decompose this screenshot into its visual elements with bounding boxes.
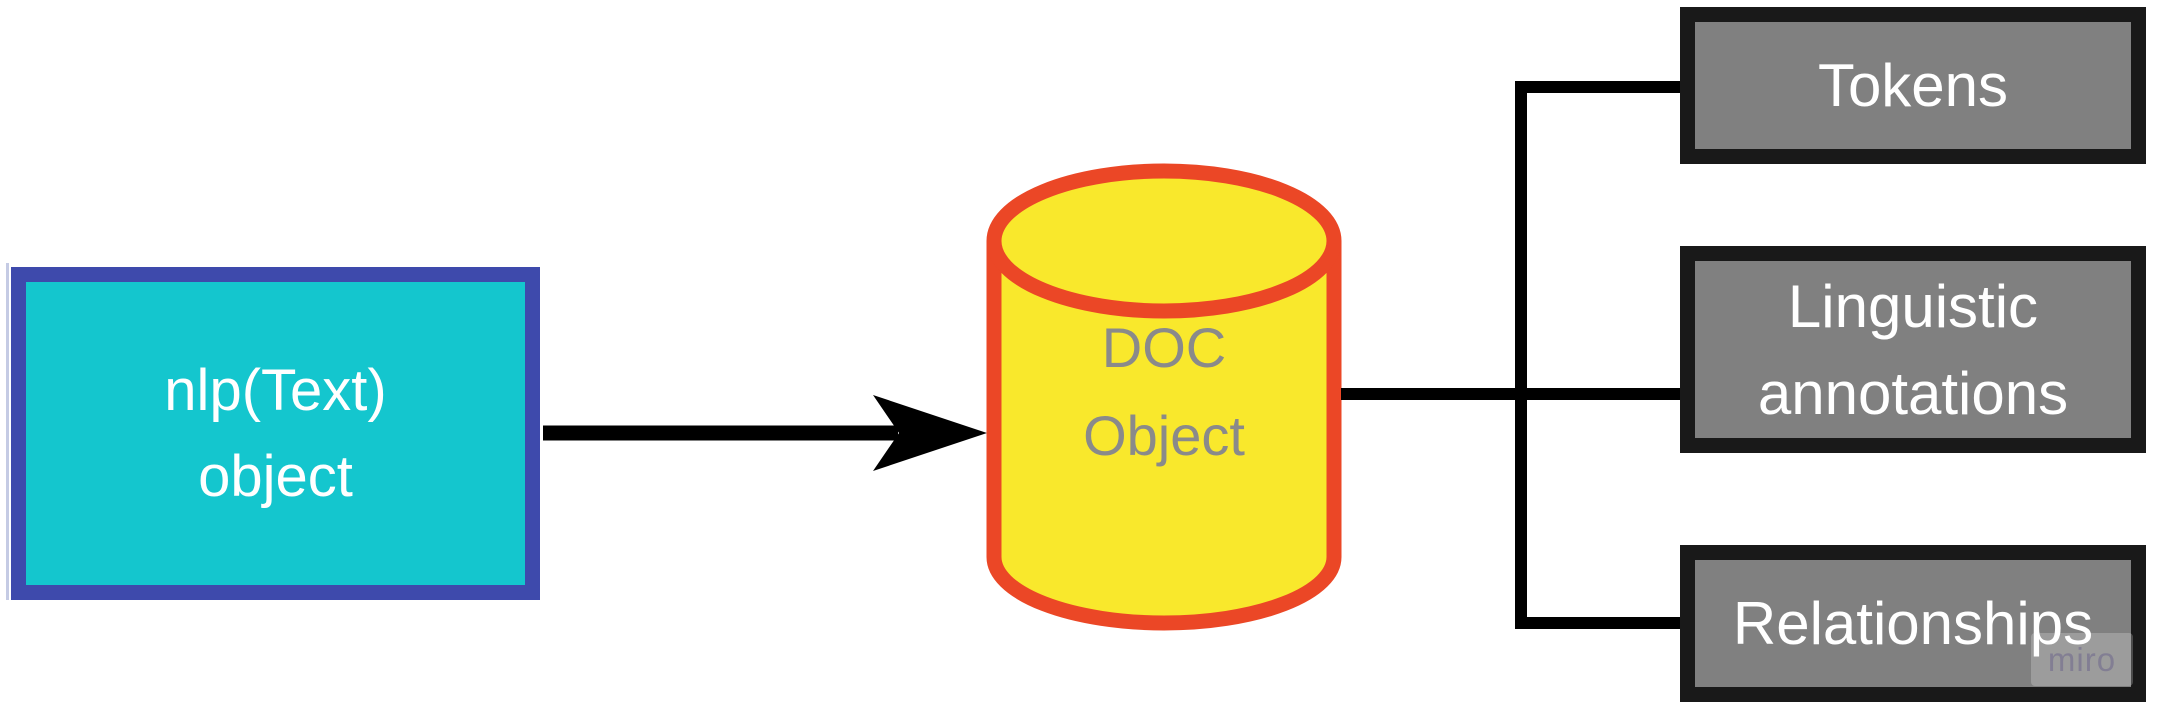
outputs-branch-bracket (1515, 81, 1681, 629)
node-tokens-label: Tokens (1817, 52, 2009, 119)
node-linguistic-annotations-label: Linguistic annotations (1757, 272, 2069, 427)
left-edge-artifact-line (6, 263, 9, 600)
node-nlp-text-object: nlp(Text) object (11, 267, 540, 600)
node-relationships: Relationships (1680, 545, 2146, 702)
miro-watermark-label: miro (2047, 640, 2117, 678)
input-to-doc-arrowhead (873, 395, 987, 471)
node-tokens: Tokens (1680, 7, 2146, 164)
node-linguistic-annotations: Linguistic annotations (1680, 246, 2146, 453)
doc-cylinder-top (986, 163, 1342, 319)
node-nlp-text-object-label: nlp(Text) object (164, 357, 387, 509)
node-relationships-label: Relationships (1732, 590, 2094, 657)
doc-cylinder-body (986, 241, 1342, 631)
miro-watermark: miro (2031, 633, 2133, 686)
